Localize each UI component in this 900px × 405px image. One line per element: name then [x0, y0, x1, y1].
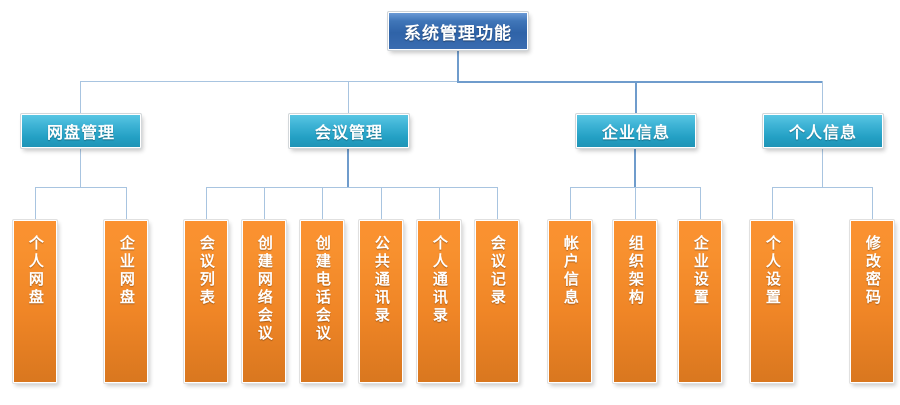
- connector-drop-branch-2: [635, 81, 637, 114]
- connector-branch-3-stem: [822, 148, 823, 187]
- node-leaf-personal-netdisk-label: 个人网盘: [26, 235, 45, 307]
- connector-branch-2-stem: [634, 148, 636, 187]
- node-branch-enterprise-label: 企业信息: [601, 123, 670, 142]
- connector-branch-1-bus: [206, 187, 497, 188]
- connector-branch-1-leaf-0: [206, 187, 207, 220]
- connector-branch-1-leaf-1: [264, 187, 265, 220]
- node-leaf-create-phone-meeting-label: 创建电话会议: [313, 235, 332, 343]
- connector-branch-1-stem: [347, 148, 349, 187]
- node-leaf-personal-contacts-label: 个人通讯录: [430, 235, 449, 325]
- connector-branch-1-leaf-5: [497, 187, 498, 220]
- node-root[interactable]: 系统管理功能: [387, 11, 529, 51]
- node-leaf-public-contacts-label: 公共通讯录: [372, 235, 391, 325]
- node-leaf-meeting-records-label: 会议记录: [488, 235, 507, 307]
- connector-branch-1-leaf-2: [322, 187, 323, 220]
- node-leaf-public-contacts[interactable]: 公共通讯录: [358, 219, 404, 384]
- node-leaf-personal-settings[interactable]: 个人设置: [749, 219, 795, 384]
- node-leaf-change-password[interactable]: 修改密码: [849, 219, 895, 384]
- node-leaf-meeting-records[interactable]: 会议记录: [474, 219, 520, 384]
- connector-root-drop: [457, 50, 459, 82]
- node-leaf-enterprise-netdisk-label: 企业网盘: [117, 235, 136, 307]
- node-leaf-create-phone-meeting[interactable]: 创建电话会议: [299, 219, 345, 384]
- node-leaf-create-web-meeting[interactable]: 创建网络会议: [241, 219, 287, 384]
- node-leaf-org-structure[interactable]: 组织架构: [612, 219, 658, 384]
- connector-branch-1-leaf-4: [439, 187, 440, 220]
- connector-level2-bus-left: [80, 81, 458, 82]
- connector-branch-3-bus: [772, 187, 872, 188]
- connector-branch-2-leaf-0: [570, 187, 571, 220]
- node-leaf-personal-contacts[interactable]: 个人通讯录: [416, 219, 462, 384]
- node-branch-meeting[interactable]: 会议管理: [288, 113, 410, 149]
- node-leaf-meeting-list[interactable]: 会议列表: [183, 219, 229, 384]
- node-branch-meeting-label: 会议管理: [314, 123, 383, 142]
- node-leaf-enterprise-settings[interactable]: 企业设置: [677, 219, 723, 384]
- node-root-label: 系统管理功能: [404, 23, 512, 44]
- connector-branch-1-leaf-3: [381, 187, 382, 220]
- node-leaf-change-password-label: 修改密码: [863, 235, 882, 307]
- node-leaf-personal-settings-label: 个人设置: [763, 235, 782, 307]
- node-leaf-org-structure-label: 组织架构: [626, 235, 645, 307]
- connector-branch-0-leaf-1: [126, 187, 127, 220]
- node-leaf-create-web-meeting-label: 创建网络会议: [255, 235, 274, 343]
- node-leaf-meeting-list-label: 会议列表: [197, 235, 216, 307]
- connector-branch-0-stem: [80, 148, 81, 187]
- connector-branch-2-leaf-2: [700, 187, 701, 220]
- connector-drop-branch-0: [80, 81, 81, 114]
- node-branch-enterprise[interactable]: 企业信息: [575, 113, 697, 149]
- connector-level2-bus-right: [457, 81, 823, 83]
- connector-branch-0-leaf-0: [35, 187, 36, 220]
- node-branch-netdisk-label: 网盘管理: [46, 123, 115, 142]
- connector-drop-branch-3: [822, 81, 823, 114]
- node-branch-personal-label: 个人信息: [788, 123, 857, 142]
- connector-branch-0-bus: [35, 187, 126, 188]
- node-leaf-personal-netdisk[interactable]: 个人网盘: [12, 219, 58, 384]
- node-branch-personal[interactable]: 个人信息: [762, 113, 884, 149]
- node-leaf-enterprise-netdisk[interactable]: 企业网盘: [103, 219, 149, 384]
- connector-branch-3-leaf-0: [772, 187, 773, 220]
- node-leaf-enterprise-settings-label: 企业设置: [691, 235, 710, 307]
- node-leaf-account-info[interactable]: 帐户信息: [547, 219, 593, 384]
- connector-branch-2-leaf-1: [635, 187, 636, 220]
- connector-drop-branch-1: [348, 81, 349, 114]
- node-branch-netdisk[interactable]: 网盘管理: [20, 113, 142, 149]
- node-leaf-account-info-label: 帐户信息: [561, 235, 580, 307]
- connector-branch-3-leaf-1: [872, 187, 873, 220]
